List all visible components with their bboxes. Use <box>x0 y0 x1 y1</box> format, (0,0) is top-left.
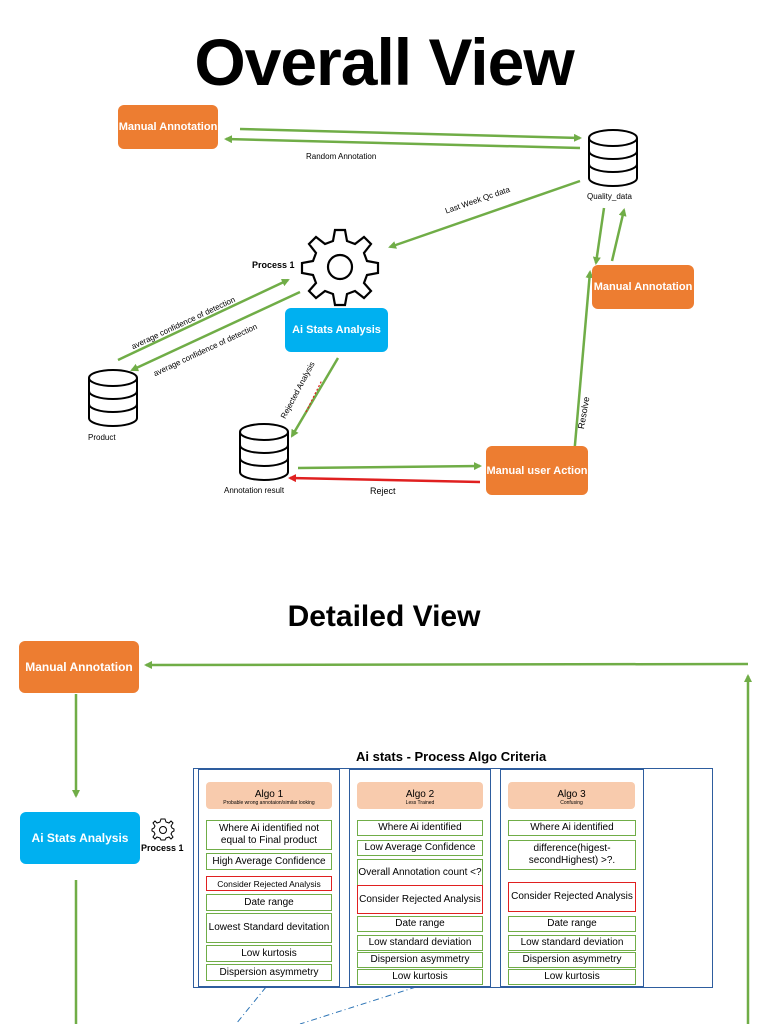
edge-quality-to-manual <box>592 207 606 265</box>
algo-header: Algo 2 Less Trained <box>357 782 483 809</box>
edge-label: Reject <box>370 486 396 496</box>
database-icon <box>88 369 138 427</box>
criteria-item: Low standard deviation <box>357 935 483 951</box>
manual-annotation-node: Manual Annotation <box>19 641 139 693</box>
criteria-item: Consider Rejected Analysis <box>206 876 332 891</box>
edge-reject <box>288 474 481 484</box>
edge-manual-to-quality <box>610 208 627 262</box>
criteria-title: Ai stats - Process Algo Criteria <box>356 749 547 764</box>
algo-header: Algo 3 Confusing <box>508 782 635 809</box>
overall-view-title: Overall View <box>194 25 574 99</box>
edge-last-week-qc <box>388 179 581 249</box>
algo-column: Algo 3 Confusing Where Ai identified dif… <box>500 769 644 987</box>
edge-label: Random Annotation <box>306 152 377 161</box>
detailed-view-title: Detailed View <box>287 600 481 633</box>
edge-product-to-gear <box>117 278 290 362</box>
criteria-item: Low standard deviation <box>508 935 636 951</box>
algo-criteria-panel: Algo 1 Probable wrong annotaion/similar … <box>193 768 713 988</box>
edge-to-user-action <box>297 462 482 471</box>
criteria-item: Low kurtosis <box>206 945 332 962</box>
criteria-item: difference(higest-secondHighest) >?. <box>508 840 636 870</box>
criteria-item: Date range <box>508 916 636 932</box>
criteria-item: Where Ai identified not equal to Final p… <box>206 820 332 850</box>
ai-stats-analysis-node: Ai Stats Analysis <box>20 812 140 864</box>
gear-icon <box>151 818 175 841</box>
gear-icon <box>300 228 380 307</box>
algo-header: Algo 1 Probable wrong annotaion/similar … <box>206 782 332 809</box>
algo-name: Algo 2 <box>405 789 435 800</box>
process-label: Process 1 <box>252 260 295 270</box>
edge-gear-to-product <box>130 290 301 372</box>
criteria-item: Where Ai identified <box>508 820 636 836</box>
manual-annotation-node: Manual Annotation <box>592 265 694 309</box>
algo-name: Algo 1 <box>254 789 284 800</box>
database-icon <box>239 423 289 481</box>
database-icon <box>588 129 638 187</box>
edge-to-quality <box>239 127 582 142</box>
criteria-item: Lowest Standard devitation <box>206 913 332 943</box>
criteria-item: Date range <box>206 894 332 911</box>
process-label: Process 1 <box>141 843 184 853</box>
criteria-item: Low kurtosis <box>508 969 636 985</box>
criteria-item: Where Ai identified <box>357 820 483 836</box>
ai-stats-analysis-node: Ai Stats Analysis <box>285 308 388 352</box>
dashed-link <box>299 986 417 1024</box>
criteria-item: Consider Rejected Analysis <box>508 882 636 912</box>
criteria-item: Dispersion asymmetry <box>206 964 332 981</box>
algo-column: Algo 2 Less Trained Where Ai identified … <box>349 769 491 987</box>
algo-name: Algo 3 <box>557 789 586 800</box>
algo-column: Algo 1 Probable wrong annotaion/similar … <box>198 769 340 987</box>
criteria-item: Consider Rejected Analysis <box>357 885 483 914</box>
algo-subtitle: Less Trained <box>405 800 435 806</box>
edge-resolve <box>572 270 594 457</box>
criteria-item: Dispersion asymmetry <box>508 952 636 968</box>
edge-rejected-analysis <box>290 357 340 438</box>
criteria-item: High Average Confidence <box>206 853 332 870</box>
manual-annotation-node: Manual Annotation <box>118 105 218 149</box>
criteria-item: Overall Annotation count <? <box>357 859 483 887</box>
dashed-link <box>235 986 267 1024</box>
database-label: Product <box>88 433 116 442</box>
criteria-item: Date range <box>357 916 483 932</box>
edge-rejected-dotted <box>305 379 323 413</box>
edge-detail-return <box>144 660 749 669</box>
algo-subtitle: Probable wrong annotaion/similar looking <box>223 800 315 806</box>
algo-subtitle: Confusing <box>560 800 583 806</box>
criteria-item: Low kurtosis <box>357 969 483 985</box>
database-label: Quality_data <box>587 192 632 201</box>
database-label: Annotation result <box>224 486 285 495</box>
criteria-item: Dispersion asymmetry <box>357 952 483 968</box>
manual-user-action-node: Manual user Action <box>486 446 588 495</box>
edge-random-annotation <box>224 135 581 150</box>
criteria-item: Low Average Confidence <box>357 840 483 856</box>
